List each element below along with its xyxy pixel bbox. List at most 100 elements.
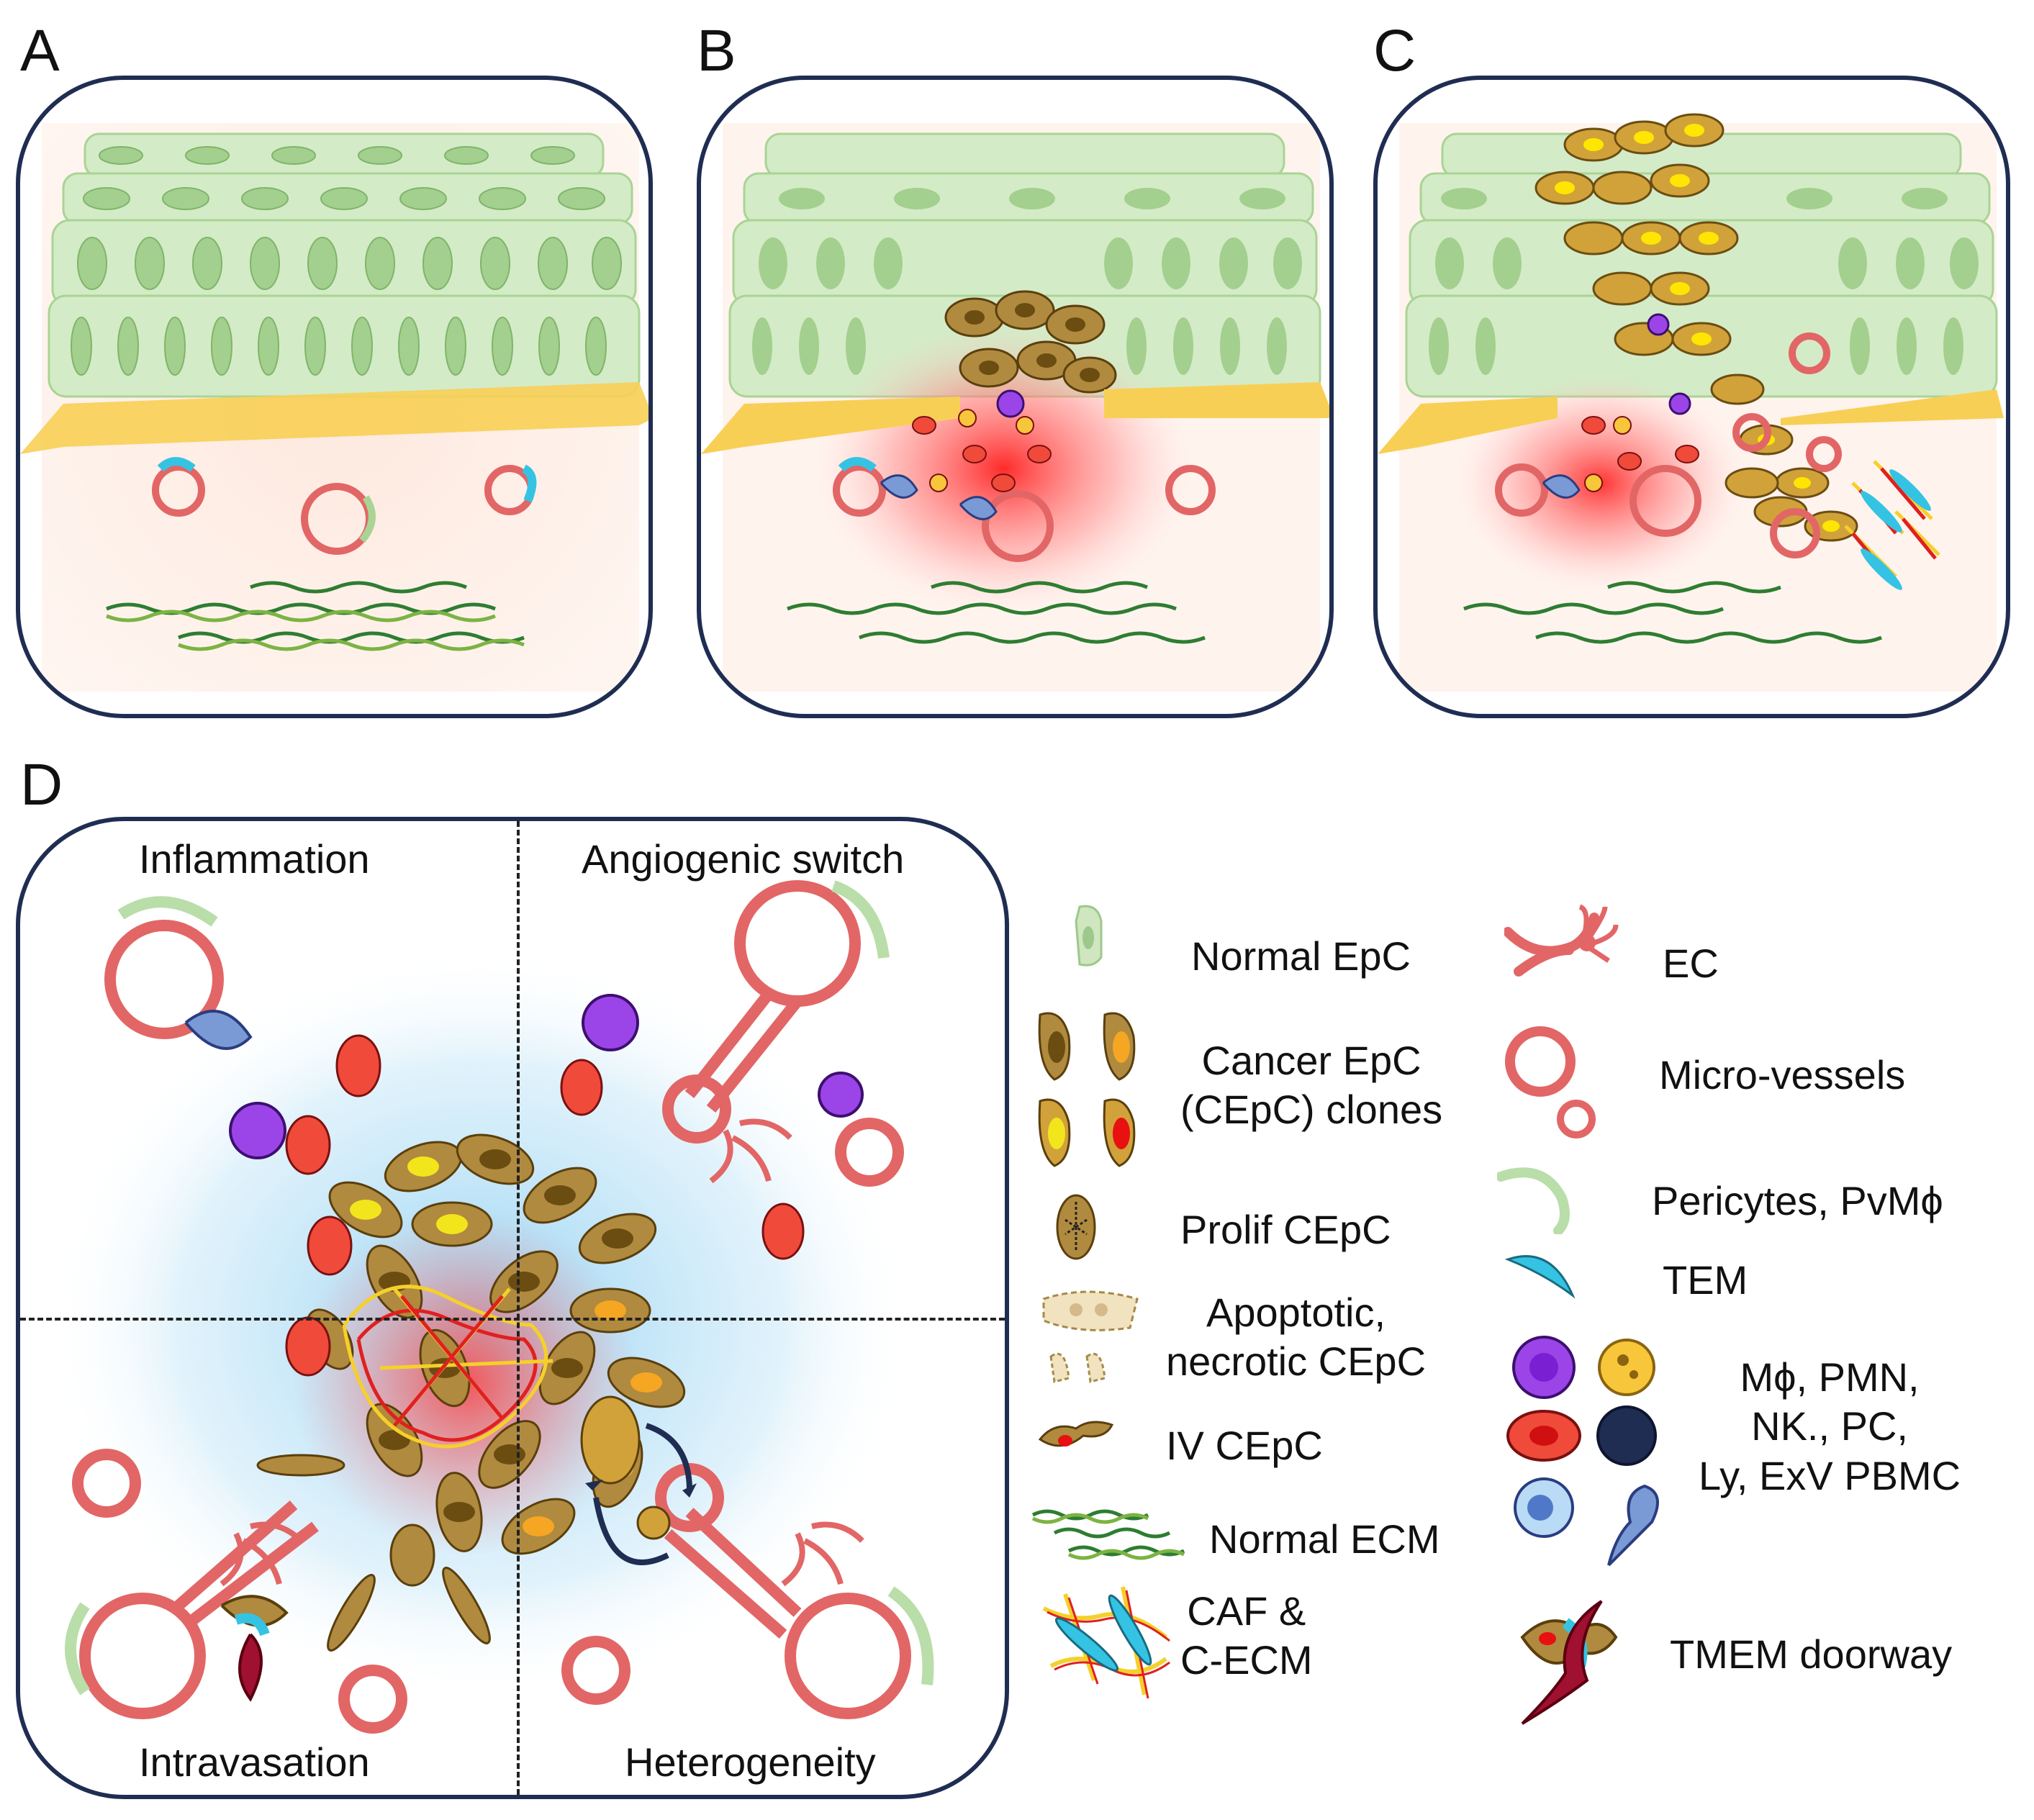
- legend-cancer-epc-line1: Cancer EpC: [1201, 1038, 1421, 1083]
- legend-cancer-epc: Cancer EpC (CEpC) clones: [1180, 1036, 1442, 1135]
- tem-icon: [1504, 1255, 1576, 1299]
- quadrant-divider-horizontal: [20, 1318, 1005, 1321]
- iv-cepc-icon: [256, 1454, 345, 1477]
- pericyte-icon: [831, 880, 890, 959]
- panel-letter-c: C: [1373, 18, 1416, 83]
- legend-normal-ecm: Normal ECM: [1209, 1516, 1440, 1562]
- normal-ecm: [1463, 581, 1882, 644]
- legend-immune-line3: Ly, ExV PBMC: [1699, 1452, 1961, 1498]
- angiogenic-vessel: [662, 880, 904, 1187]
- cancer-nuclei: [964, 303, 1100, 382]
- daughter-cell-icon: [636, 1506, 671, 1540]
- legend-tem: TEM: [1663, 1257, 1748, 1303]
- panel-a-illustration: [20, 123, 648, 692]
- pbmc-icon: [1542, 474, 1581, 499]
- pericyte-icon: [65, 1602, 90, 1696]
- nk-cell-icon: [335, 1034, 381, 1097]
- cycle-arrow-icon: [645, 1423, 692, 1491]
- ec-sprout-icon: [220, 1521, 303, 1587]
- apoptotic-cepc-icon: [1042, 1290, 1139, 1383]
- legend-normal-epc: Normal EpC: [1191, 933, 1411, 979]
- immune-cells: [912, 409, 1052, 492]
- legend-cancer-epc-line2: (CEpC) clones: [1180, 1087, 1443, 1133]
- panel-a-normal-tissue: [16, 76, 653, 718]
- ec-sprout-icon: [781, 1521, 864, 1587]
- basement-membrane: [20, 382, 648, 454]
- tem-icon: [838, 457, 877, 472]
- tmem-doorway-icon: [238, 1633, 263, 1702]
- normal-nuclei: [752, 188, 1302, 375]
- pericyte-icon: [887, 1586, 934, 1685]
- panel-b-illustration: [701, 123, 1329, 692]
- yellow-nuclei: [1555, 124, 1840, 532]
- quadrant-label-intravasation: Intravasation: [139, 1739, 370, 1785]
- pbmc-icon: [880, 474, 918, 499]
- tmem-doorway-icon: [1520, 1600, 1618, 1725]
- panel-d-illustration: [49, 880, 934, 1734]
- normal-ecm: [787, 581, 1206, 644]
- pbmc-icon: [959, 496, 998, 520]
- inflammation-vessel: [104, 920, 224, 1039]
- legend-apoptotic: Apoptotic, necrotic CEpC: [1166, 1288, 1426, 1387]
- macrophage-icon: [229, 1102, 286, 1159]
- quadrant-label-inflammation: Inflammation: [139, 836, 370, 882]
- legend-tmem: TMEM doorway: [1670, 1631, 1953, 1677]
- tem-icon: [521, 464, 537, 503]
- micro-vessels: [1495, 332, 1842, 558]
- normal-ecm: [106, 581, 525, 651]
- pericyte-icon: [117, 896, 218, 927]
- cancer-epc-icon: [1038, 1012, 1136, 1081]
- panel-letter-a: A: [20, 18, 60, 83]
- ec-icon: [1504, 904, 1619, 977]
- pericyte-icon: [1497, 1167, 1570, 1234]
- nk-cell-icon: [761, 1203, 805, 1260]
- legend-pericytes: Pericytes, PvMϕ: [1652, 1178, 1943, 1223]
- normal-ecm-icon: [1031, 1509, 1185, 1560]
- normal-epc-icon: [1075, 905, 1103, 966]
- pericyte-icon: [359, 495, 376, 543]
- panel-letter-d: D: [20, 752, 63, 818]
- legend-ec: EC: [1663, 941, 1719, 986]
- micro-vessels-icon: [1505, 1026, 1596, 1138]
- legend-immune-cells: Mϕ, PMN, NK., PC, Ly, ExV PBMC: [1699, 1353, 1961, 1500]
- panel-letter-b: B: [697, 18, 736, 83]
- immune-cells: [1581, 416, 1699, 492]
- macrophage-icon: [1668, 392, 1691, 415]
- intravasation-vessel: [72, 1449, 407, 1734]
- iv-cepc-icon: [442, 1567, 491, 1644]
- nk-cell-icon: [285, 1316, 331, 1377]
- legend-caf: CAF & C-ECM: [1180, 1587, 1313, 1685]
- normal-nuclei: [71, 146, 622, 376]
- legend-micro-vessels: Micro-vessels: [1659, 1052, 1906, 1097]
- nk-cell-icon: [307, 1215, 353, 1276]
- prolif-cepc-icon: [580, 1395, 641, 1485]
- macrophage-icon: [582, 994, 639, 1051]
- basement-membrane-left: [701, 397, 960, 454]
- basement-membrane-right: [1104, 382, 1329, 418]
- legend-iv-cepc: IV CEpC: [1166, 1423, 1323, 1468]
- macrophage-icon: [1647, 313, 1670, 336]
- panel-d-tumor-microenvironment: Inflammation Angiogenic switch Intravasa…: [16, 817, 1009, 1799]
- tem-icon: [157, 457, 196, 472]
- basement-membrane-right: [1781, 389, 2004, 425]
- legend-caf-line1: CAF &: [1187, 1588, 1306, 1634]
- nk-cell-icon: [560, 1059, 603, 1116]
- legend-prolif-cepc: Prolif CEpC: [1180, 1207, 1391, 1252]
- arrowhead-icon: [682, 1483, 697, 1498]
- quadrant-label-heterogeneity: Heterogeneity: [625, 1739, 876, 1785]
- quadrant-label-angiogenic-switch: Angiogenic switch: [582, 836, 905, 882]
- panel-b-early-tumor: [697, 76, 1334, 718]
- iv-cepc-icon: [327, 1574, 376, 1652]
- legend-immune-line2: NK., PC,: [1751, 1403, 1908, 1449]
- legend-apoptotic-line2: necrotic CEpC: [1166, 1339, 1427, 1385]
- inflammation-zone: [816, 325, 1190, 612]
- legend-apoptotic-line1: Apoptotic,: [1206, 1290, 1386, 1335]
- legend-immune-line1: Mϕ, PMN,: [1740, 1354, 1920, 1400]
- macrophage-icon: [818, 1072, 864, 1118]
- panel-c-invasion: [1373, 76, 2010, 718]
- cancer-epc-clone-icon: [1038, 1098, 1136, 1167]
- cycle-arrow-icon: [593, 1497, 669, 1565]
- macrophage-icon: [996, 389, 1025, 418]
- basement-membrane-left: [1378, 397, 1558, 454]
- nk-cell-icon: [285, 1115, 331, 1175]
